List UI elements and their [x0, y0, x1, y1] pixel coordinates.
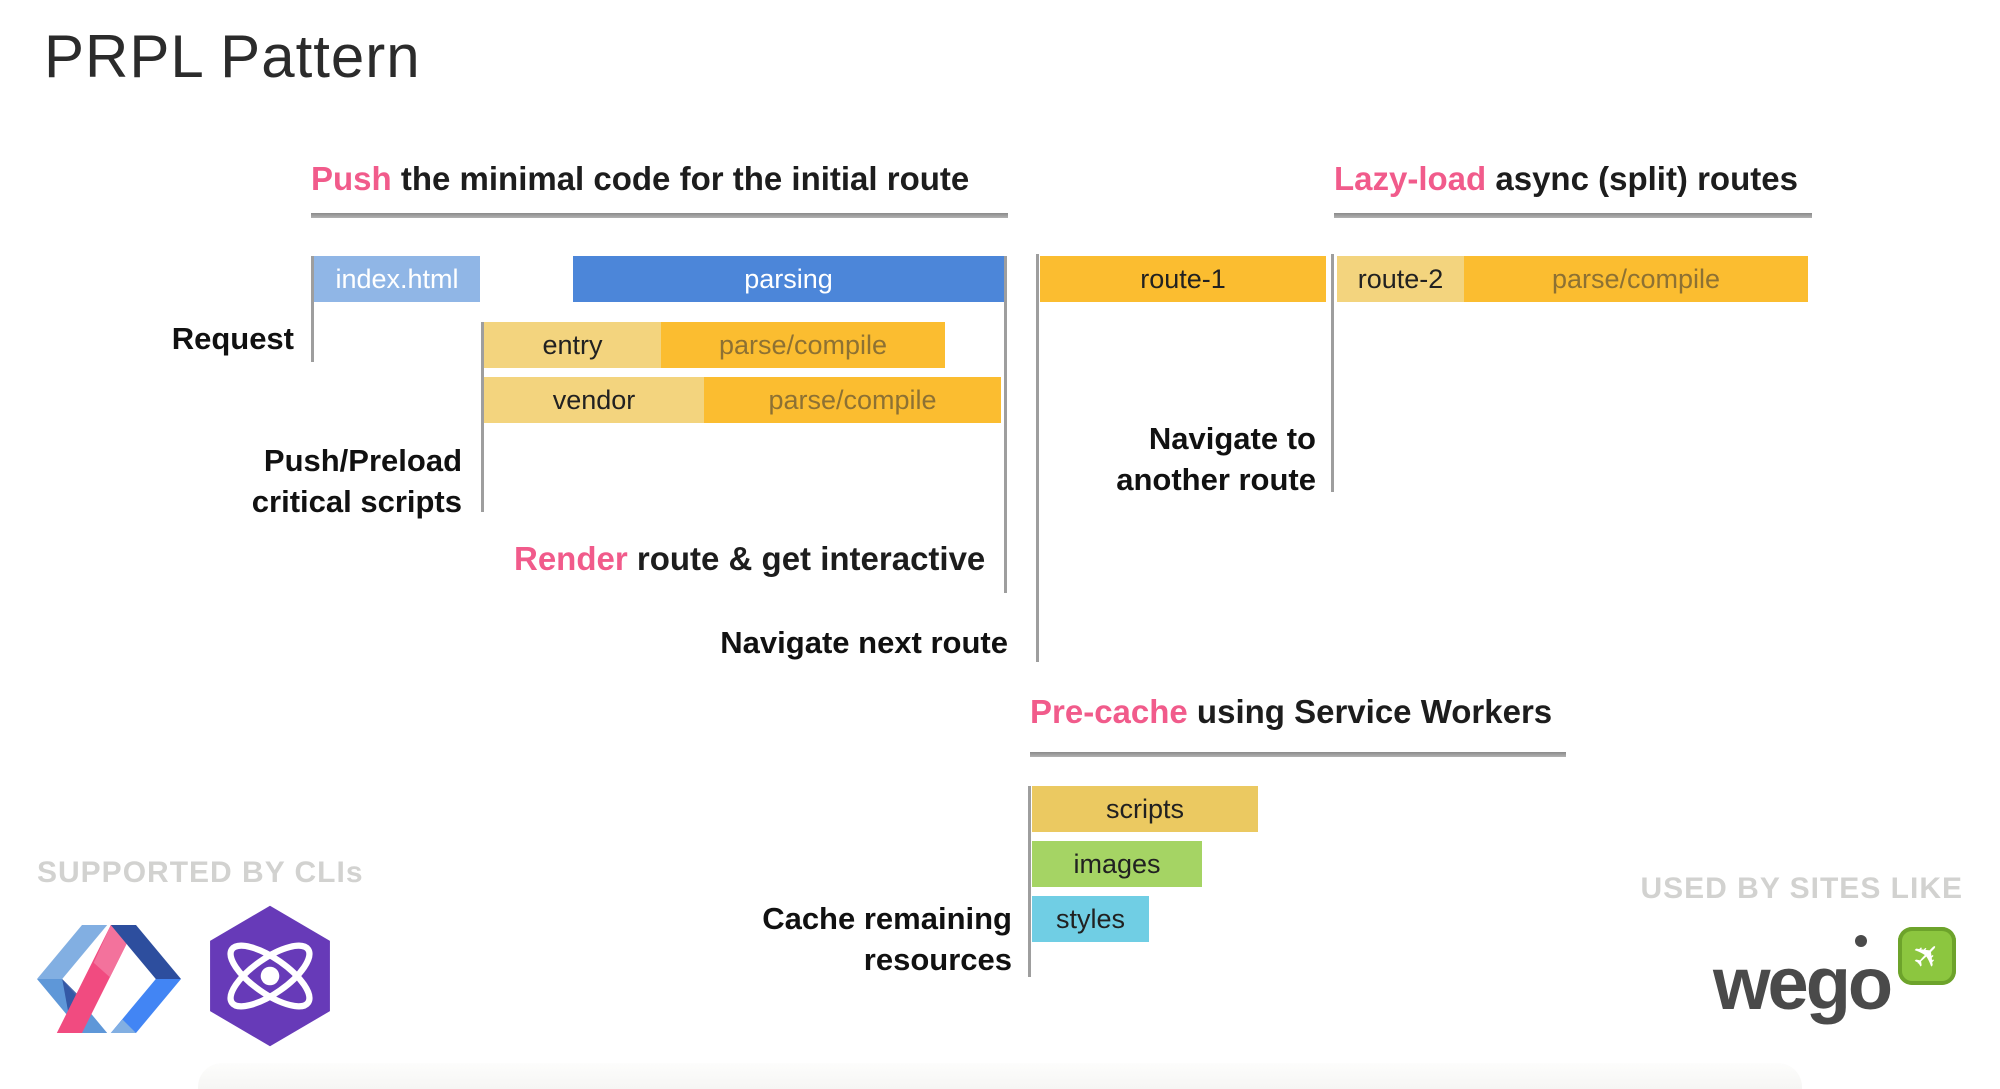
cache-remaining-label: Cache remaining resources [712, 898, 1012, 980]
lazy-load-heading-highlight: Lazy-load [1334, 160, 1487, 197]
bar-route-1: route-1 [1040, 256, 1326, 302]
push-heading-rest: the minimal code for the initial route [391, 160, 970, 197]
push-heading-underline [311, 213, 1008, 218]
render-heading: Render route & get interactive [514, 540, 985, 578]
push-heading: Push the minimal code for the initial ro… [311, 160, 969, 198]
render-tick-line [1004, 256, 1007, 593]
navigate-another-label-line1: Navigate to [1148, 421, 1316, 456]
wego-logo-text: wego [1713, 942, 1893, 1025]
bar-entry-parse-compile: parse/compile [661, 322, 945, 368]
request-label: Request [171, 321, 294, 356]
push-preload-tick-line [481, 322, 484, 512]
render-heading-rest: route & get interactive [627, 540, 986, 577]
bar-images: images [1032, 841, 1202, 887]
bar-vendor: vendor [484, 377, 704, 423]
bar-parsing: parsing [573, 256, 1004, 302]
precache-heading: Pre-cache using Service Workers [1030, 693, 1552, 731]
wego-airplane-badge: ✈ [1898, 927, 1956, 985]
precache-heading-rest: using Service Workers [1187, 693, 1553, 730]
request-tick-line [311, 256, 314, 362]
supported-by-clis-label: SUPPORTED BY CLIs [37, 856, 364, 889]
lazy-load-heading-underline [1334, 213, 1812, 218]
push-preload-label-line1: Push/Preload [263, 443, 462, 478]
preact-logo-icon [210, 905, 330, 1047]
push-heading-highlight: Push [311, 160, 392, 197]
lazy-load-heading: Lazy-load async (split) routes [1334, 160, 1798, 198]
used-by-sites-label: USED BY SITES LIKE [1640, 872, 1963, 905]
navigate-another-tick-line [1331, 254, 1334, 492]
render-heading-highlight: Render [514, 540, 628, 577]
bar-route-2-parse-compile: parse/compile [1464, 256, 1808, 302]
bar-styles: styles [1032, 896, 1149, 942]
bottom-card-edge [198, 1063, 1802, 1089]
navigate-another-label: Navigate to another route [1016, 418, 1316, 500]
page-title: PRPL Pattern [44, 23, 421, 90]
precache-heading-underline [1030, 752, 1566, 757]
push-preload-label: Push/Preload critical scripts [162, 440, 462, 522]
airplane-icon: ✈ [1903, 932, 1951, 980]
wego-logo: wego ✈ [1705, 925, 1985, 1065]
bar-vendor-parse-compile: parse/compile [704, 377, 1001, 423]
polymer-logo-icon [37, 925, 181, 1033]
bar-scripts: scripts [1032, 786, 1258, 832]
cache-tick-line [1028, 786, 1031, 977]
bar-index-html: index.html [314, 256, 480, 302]
cache-remaining-label-line1: Cache remaining [762, 901, 1012, 936]
precache-heading-highlight: Pre-cache [1030, 693, 1188, 730]
navigate-another-label-line2: another route [1116, 462, 1316, 497]
navigate-next-label: Navigate next route [720, 625, 1008, 660]
cache-remaining-label-line2: resources [863, 942, 1012, 977]
bar-route-2: route-2 [1337, 256, 1464, 302]
push-preload-label-line2: critical scripts [251, 484, 462, 519]
wego-logo-dot [1855, 935, 1867, 947]
lazy-load-heading-rest: async (split) routes [1486, 160, 1798, 197]
bar-entry: entry [484, 322, 661, 368]
navigate-next-tick-line [1036, 254, 1039, 662]
